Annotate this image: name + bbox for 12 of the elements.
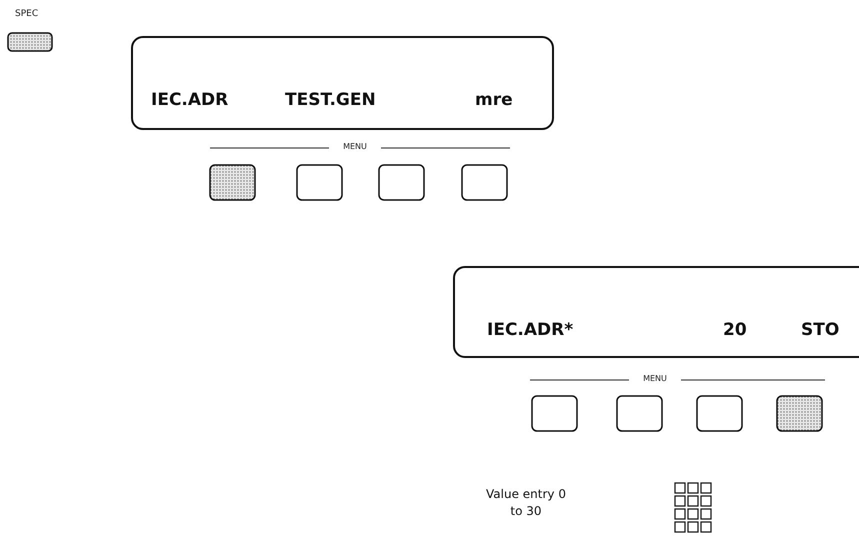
display-text: STO (801, 322, 840, 339)
menu-label: MENU (642, 375, 668, 383)
menu-label: MENU (342, 143, 368, 151)
key-label: SPEC (15, 10, 38, 19)
note-text: Value entry 0 to 30 (485, 486, 567, 520)
display-text: IEC.ADR* (487, 322, 574, 339)
display-text: IEC.ADR (151, 92, 228, 109)
display-panel (453, 266, 859, 358)
display-panel (131, 36, 554, 130)
display-text: mre (475, 92, 513, 109)
display-text: 20 (723, 322, 747, 339)
display-text: TEST.GEN (285, 92, 376, 109)
